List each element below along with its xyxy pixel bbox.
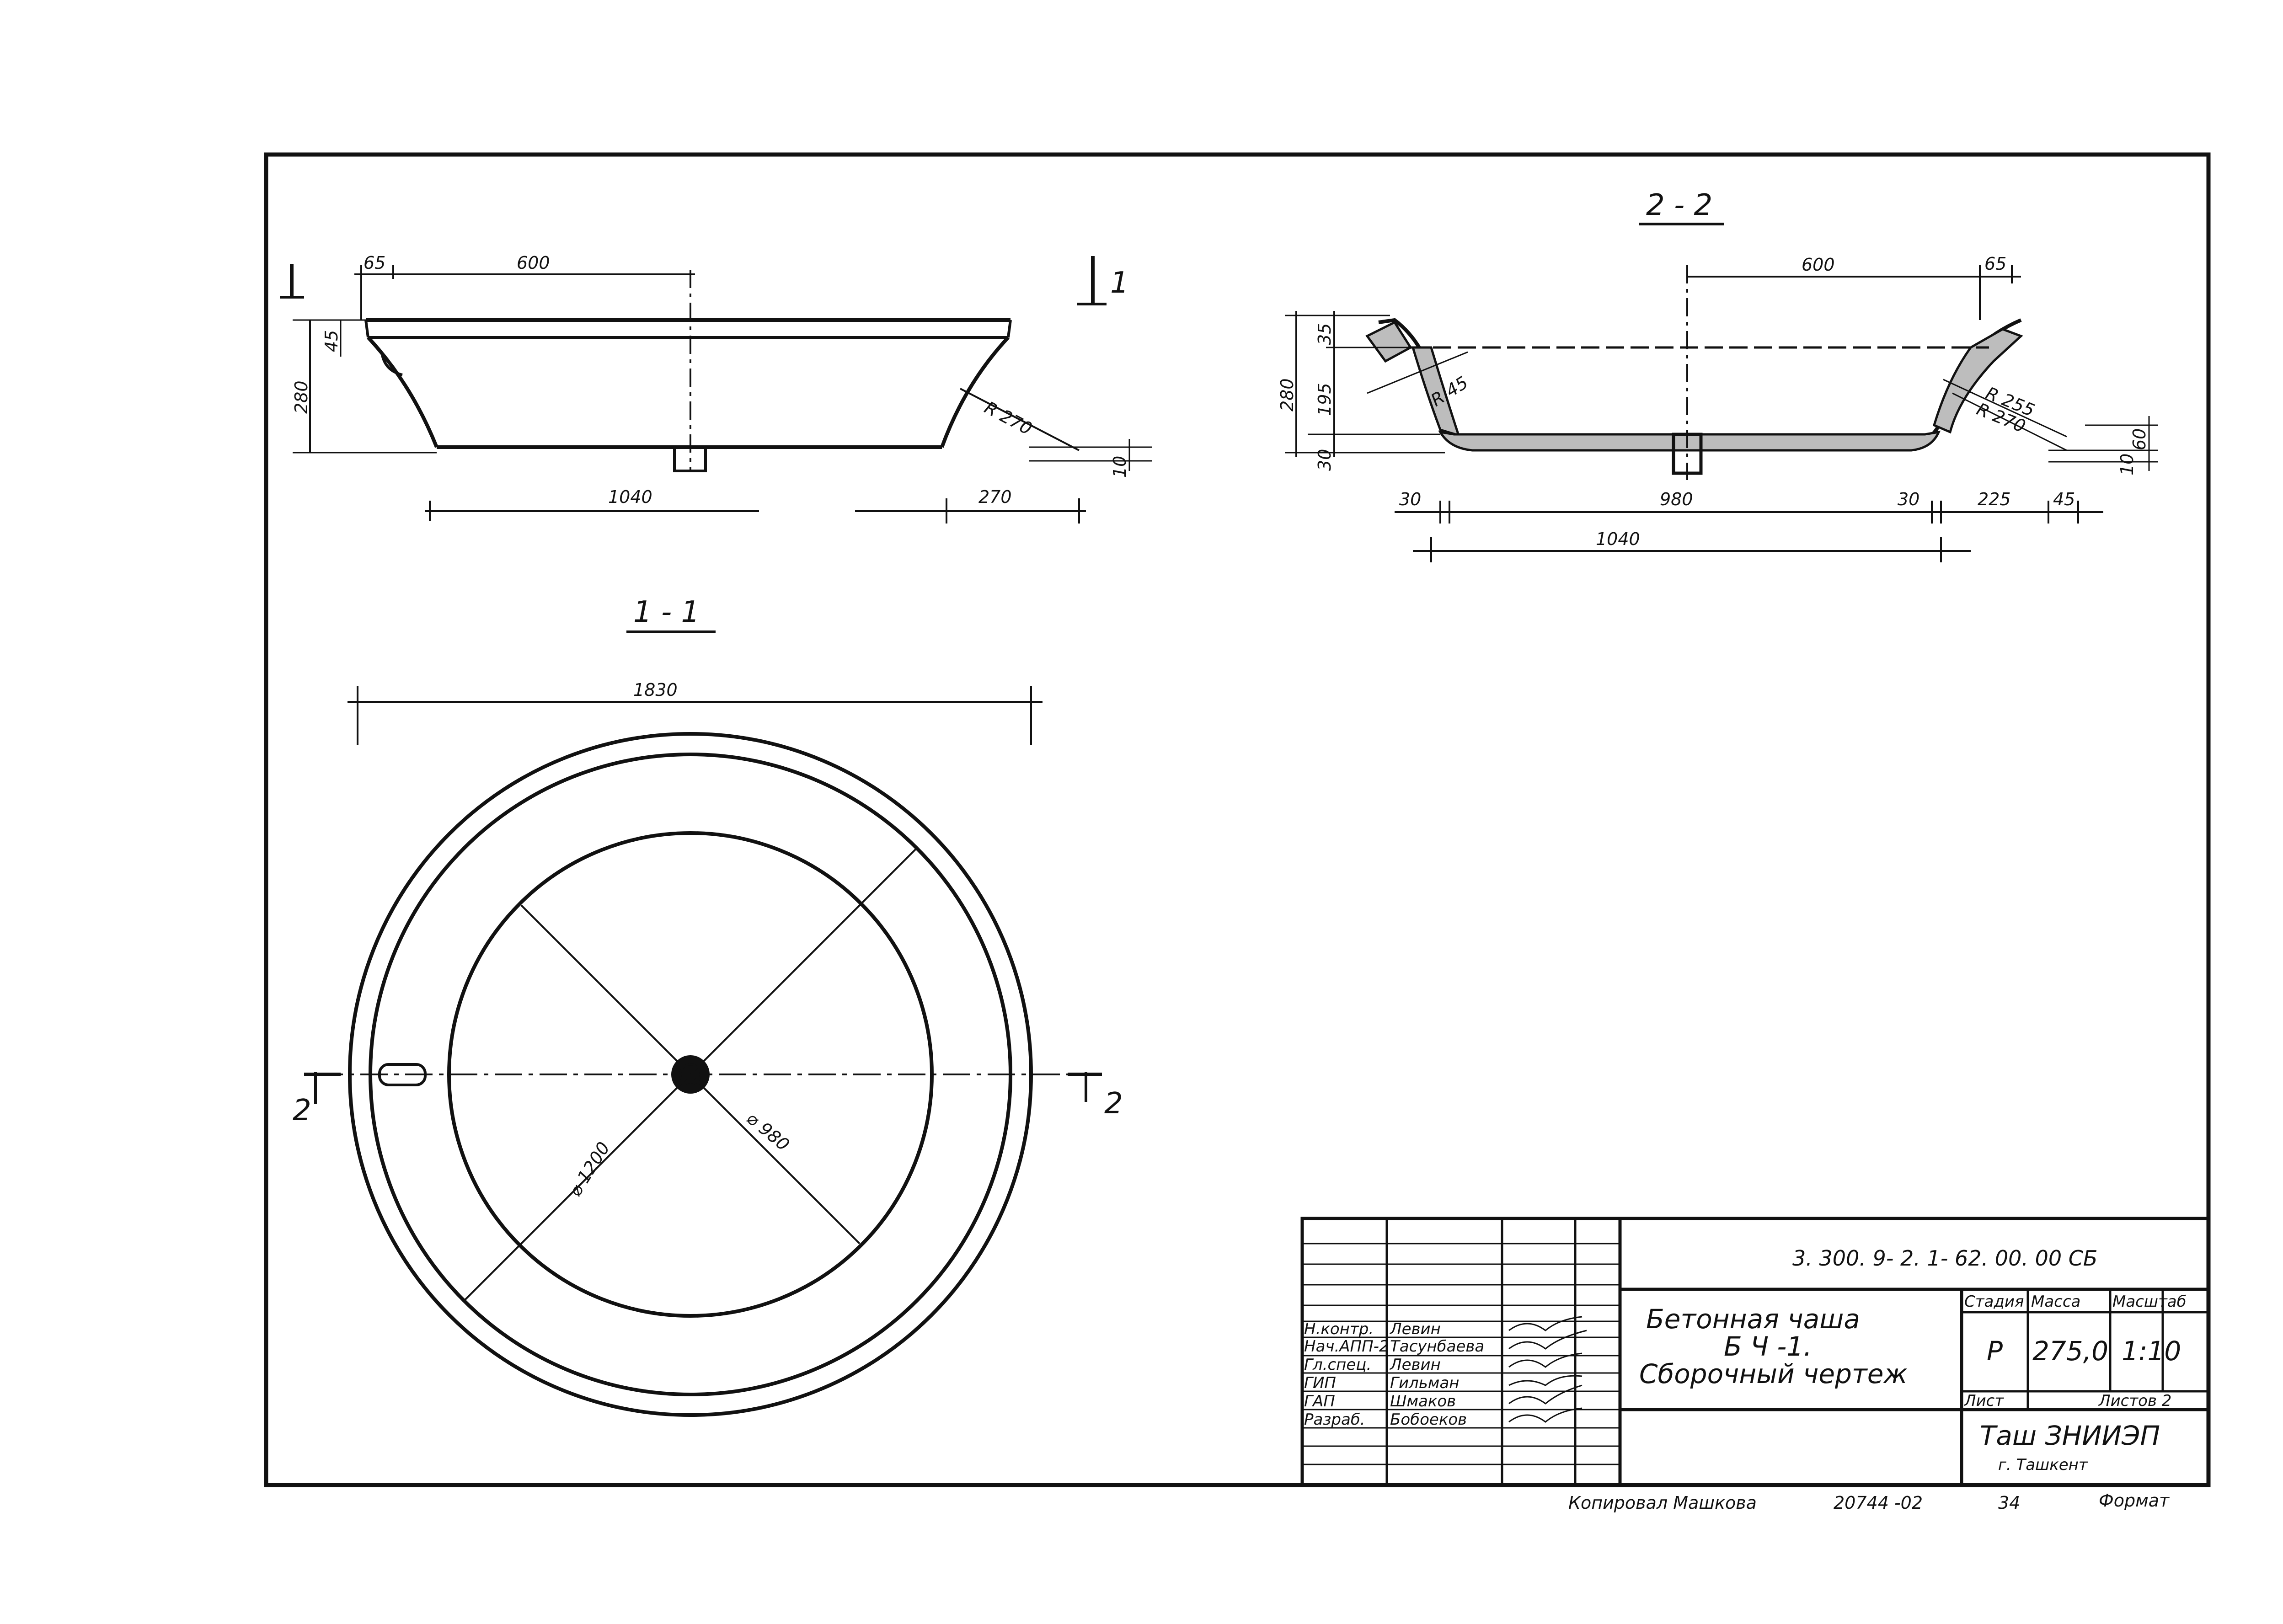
side-view: 65 600 280 45 1 R 270 10 1040 270 <box>280 253 1152 524</box>
dim-1830: 1830 <box>633 680 678 700</box>
format-label: Формат <box>2099 1490 2170 1511</box>
dim-2-b225: 225 <box>1978 489 2011 509</box>
signer-name: Левин <box>1389 1356 1441 1374</box>
scale-value: 1:10 <box>2122 1336 2181 1367</box>
dim-2-10: 10 <box>2117 454 2137 475</box>
dim-280: 280 <box>291 380 311 414</box>
dim-2-b30a: 30 <box>1399 489 1421 509</box>
copied-by: Копировал Машкова <box>1568 1493 1757 1513</box>
dim-2-280: 280 <box>1277 378 1297 411</box>
dim-2-b45: 45 <box>2053 489 2075 509</box>
dim-2-b980: 980 <box>1660 489 1693 509</box>
dim-2-65: 65 <box>1984 254 2006 274</box>
signers: Н.контр. Левин Нач.АПП-2 Тасунбаева Гл.с… <box>1304 1316 1587 1429</box>
dim-45: 45 <box>321 330 342 352</box>
dim-r270: R 270 <box>981 397 1036 439</box>
dim-2-60: 60 <box>2129 428 2149 450</box>
signer-name: Бобоеков <box>1390 1410 1467 1429</box>
section-1-1: 1 - 1 1830 2 2 ⌀ 1200 ⌀ 980 <box>293 595 1123 1417</box>
doc-code: 3. 300. 9- 2. 1- 62. 00. 00 СБ <box>1792 1246 2097 1271</box>
signer-name: Левин <box>1389 1320 1441 1338</box>
dim-2-b1040: 1040 <box>1596 529 1640 549</box>
signer-role: ГИП <box>1304 1374 1336 1392</box>
title-line-3: Сборочный чертеж <box>1639 1358 1908 1389</box>
dim-1040: 1040 <box>608 487 652 507</box>
dim-600: 600 <box>517 253 550 273</box>
sheet-frame <box>264 152 2211 1487</box>
order-number: 20744 -02 <box>1834 1493 1923 1513</box>
page-number: 34 <box>1998 1493 2020 1513</box>
dim-270: 270 <box>978 487 1012 507</box>
signer-role: Гл.спец. <box>1304 1356 1371 1374</box>
section-2-2: 2 - 2 600 65 280 195 35 30 R 45 <box>1277 188 2158 562</box>
signer-role: Разраб. <box>1304 1410 1365 1429</box>
dim-phi1200: ⌀ 1200 <box>565 1138 614 1200</box>
title-block: Н.контр. Левин Нач.АПП-2 Тасунбаева Гл.с… <box>1300 1217 2210 1487</box>
scale-header: Масштаб <box>2112 1293 2187 1311</box>
mass-header: Масса <box>2031 1293 2080 1311</box>
signer-name: Шмаков <box>1390 1392 1456 1410</box>
dim-2-b30b: 30 <box>1898 489 1919 509</box>
org-line-1: Таш ЗНИИЭП <box>1980 1420 2160 1451</box>
section-2-2-title: 2 - 2 <box>1646 188 1712 222</box>
title-line-1: Бетонная чаша <box>1646 1303 1860 1335</box>
footer: Копировал Машкова 20744 -02 34 Формат <box>1568 1490 2170 1513</box>
stage-header: Стадия <box>1964 1293 2024 1311</box>
cut-mark-1: 1 <box>1110 266 1129 300</box>
org-line-2: г. Ташкент <box>1998 1456 2088 1474</box>
signer-role: Н.контр. <box>1304 1320 1374 1338</box>
dim-2-195: 195 <box>1315 383 1335 416</box>
section-1-1-title: 1 - 1 <box>633 595 700 629</box>
dim-2-35: 35 <box>1315 323 1335 345</box>
signer-role: Нач.АПП-2 <box>1304 1337 1389 1356</box>
dim-phi980: ⌀ 980 <box>743 1108 793 1155</box>
cut-mark-2-right: 2 <box>1104 1087 1123 1121</box>
dim-2-600: 600 <box>1802 255 1835 275</box>
dim-2-30: 30 <box>1315 449 1335 471</box>
signer-name: Гильман <box>1390 1374 1460 1392</box>
signer-name: Тасунбаева <box>1390 1337 1484 1356</box>
mass-value: 275,0 <box>2032 1336 2108 1367</box>
sheets-label: Листов 2 <box>2098 1392 2171 1410</box>
stage-value: Р <box>1987 1336 2003 1367</box>
cut-mark-2-left: 2 <box>293 1094 311 1127</box>
dim-10: 10 <box>1110 456 1130 478</box>
title-line-2: Б Ч -1. <box>1724 1331 1812 1362</box>
signer-role: ГАП <box>1304 1392 1335 1410</box>
dim-65: 65 <box>364 253 385 273</box>
sheet-label: Лист <box>1963 1392 2004 1410</box>
